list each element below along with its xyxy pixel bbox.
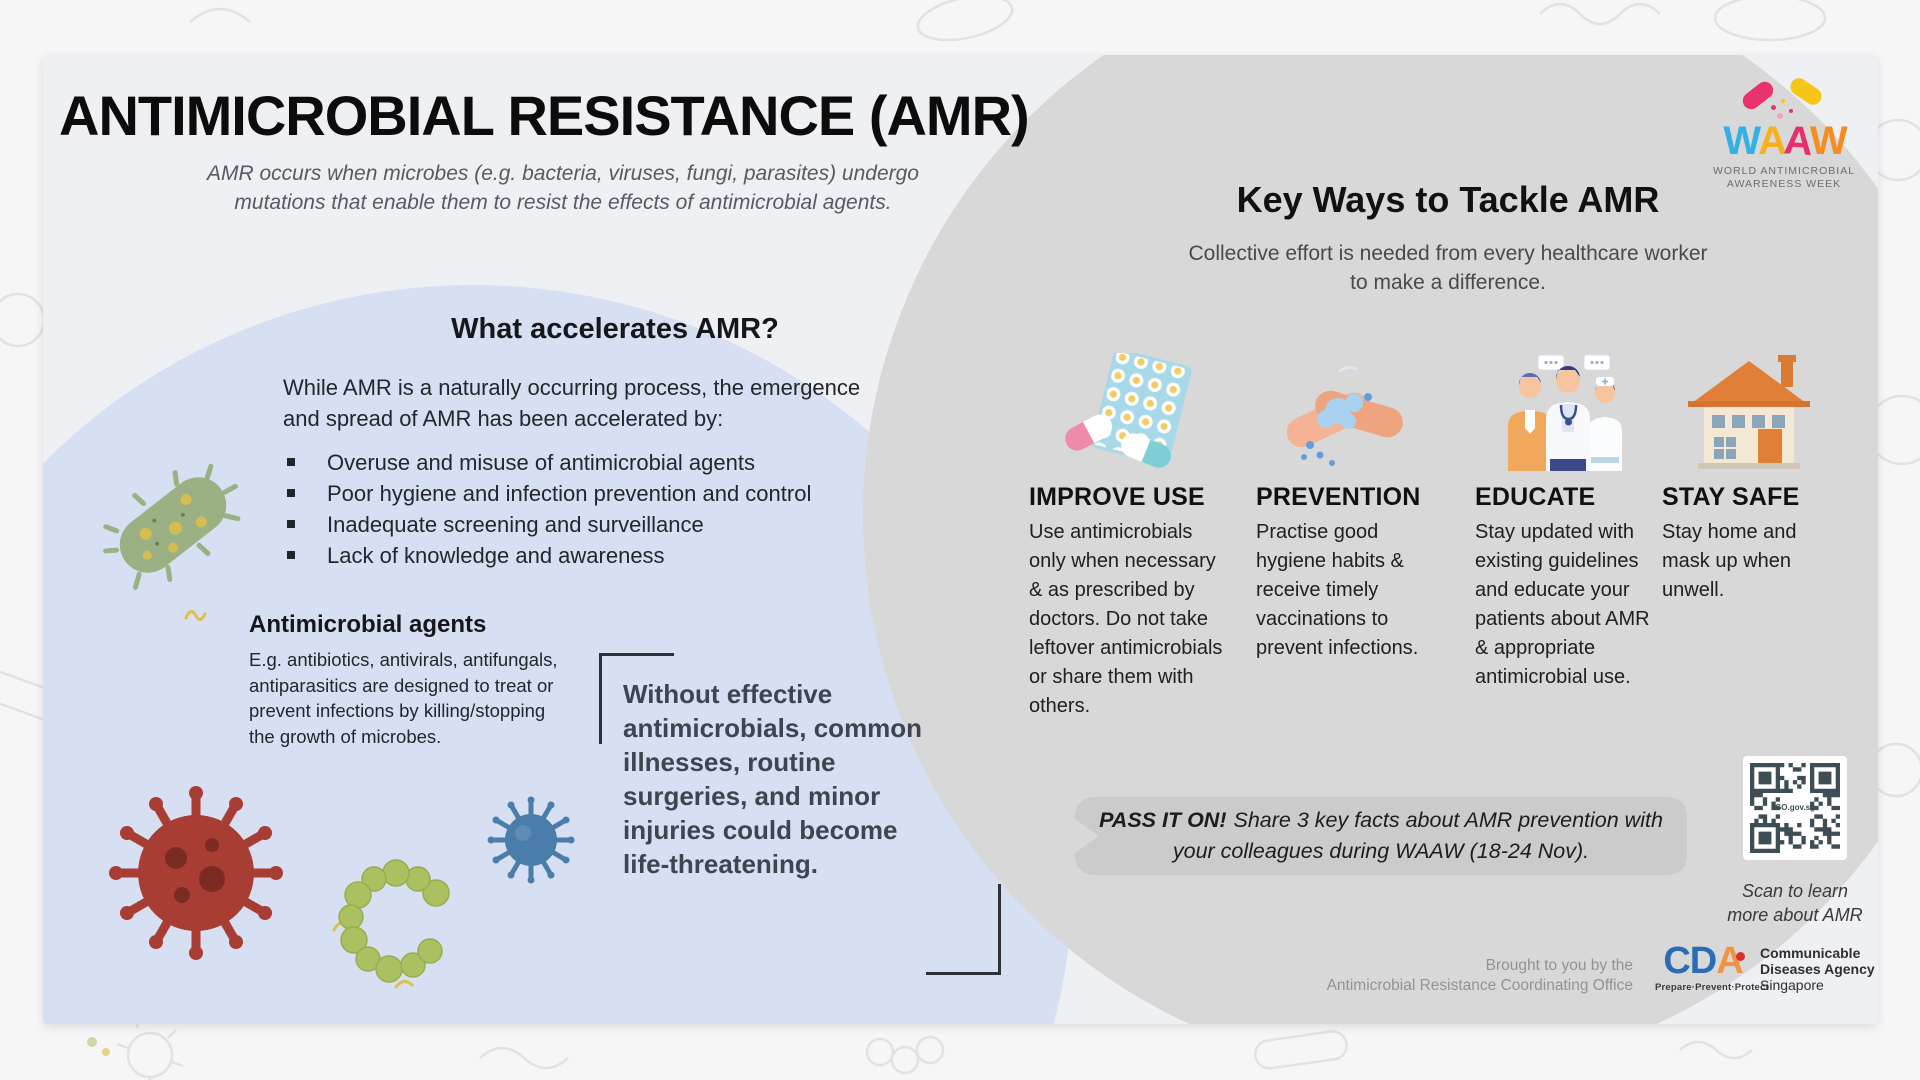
yellow-squiggle-illustration [184, 610, 207, 621]
column-improve-use: IMPROVE USE Use antimicrobials only when… [1029, 333, 1225, 721]
cda-logo-mark: CDA Prepare·Prevent·Protect [1655, 940, 1769, 993]
accelerates-heading: What accelerates AMR? [451, 313, 779, 345]
quote-text: Without effective antimicrobials, common… [623, 679, 923, 879]
red-virus-illustration [109, 786, 283, 960]
bullet-item: Overuse and misuse of antimicrobial agen… [285, 447, 811, 478]
agents-body: E.g. antibiotics, antivirals, antifungal… [249, 649, 558, 747]
column-body: Practise good hygiene habits & receive t… [1256, 521, 1419, 659]
waaw-wordmark: WORLD ANTIMICROBIAL AWARENESS WEEK [1712, 165, 1856, 190]
pills-icon [1029, 333, 1225, 473]
cda-logo: CDA Prepare·Prevent·Protect Communicable… [1655, 942, 1875, 993]
agents-heading: Antimicrobial agents [249, 611, 487, 638]
subtitle-line-2: mutations that enable them to resist the… [234, 191, 892, 214]
qr-caption: Scan to learn more about AMR [1727, 881, 1863, 925]
page-subtitle: AMR occurs when microbes (e.g. bacteria,… [63, 159, 1063, 217]
pass-it-on-lead: PASS IT ON! [1099, 808, 1227, 832]
column-stay-safe: STAY SAFE Stay home and mask up when unw… [1662, 333, 1836, 605]
qr-center-label: GO.gov.sg [1775, 803, 1815, 812]
bullet-item: Poor hygiene and infection prevention an… [285, 478, 811, 509]
pass-it-on-text: PASS IT ON!Share 3 key facts about AMR p… [1099, 805, 1664, 867]
column-title: IMPROVE USE [1029, 483, 1205, 511]
waaw-logo: WAAW WORLD ANTIMICROBIAL AWARENESS WEEK [1705, 71, 1863, 191]
green-bacterium-illustration [103, 463, 241, 590]
column-educate: EDUCATE Stay updated with existing guide… [1475, 333, 1659, 692]
column-title: PREVENTION [1256, 483, 1421, 511]
column-title: STAY SAFE [1662, 483, 1800, 511]
key-ways-heading: Key Ways to Tackle AMR [1236, 179, 1660, 220]
pass-it-on-rest: Share 3 key facts about AMR prevention w… [1172, 808, 1663, 863]
cda-tagline: Prepare·Prevent·Protect [1655, 982, 1769, 993]
bullet-item: Lack of knowledge and awareness [285, 540, 811, 571]
waaw-acronym: WAAW [1723, 118, 1847, 164]
column-prevention: PREVENTION Practise good hygiene habits … [1256, 333, 1434, 663]
cda-agency-name: Communicable Diseases Agency Singapore [1760, 945, 1875, 993]
subtitle-line-1: AMR occurs when microbes (e.g. bacteria,… [207, 162, 919, 185]
house-icon [1662, 333, 1836, 473]
footer-credit: Brought to you by the Antimicrobial Resi… [1326, 957, 1633, 994]
page-title: ANTIMICROBIAL RESISTANCE (AMR) [59, 84, 1030, 147]
quote-bracket-top-left [599, 653, 674, 744]
column-body: Use antimicrobials only when necessary &… [1029, 521, 1223, 717]
pass-it-on-banner: PASS IT ON!Share 3 key facts about AMR p… [1075, 797, 1687, 875]
accelerates-bullet-list: Overuse and misuse of antimicrobial agen… [285, 447, 811, 571]
green-cocci-chain-illustration [332, 859, 450, 989]
qr-code: GO.gov.sg [1743, 756, 1847, 860]
infographic-card: ANTIMICROBIAL RESISTANCE (AMR) AMR occur… [43, 55, 1878, 1024]
healthcare-workers-icon [1475, 333, 1659, 473]
handwash-icon [1256, 333, 1434, 473]
key-ways-subheading: Collective effort is needed from every h… [1188, 242, 1708, 294]
bullet-item: Inadequate screening and surveillance [285, 509, 811, 540]
quote-bracket-bottom-right [926, 884, 1001, 975]
pill-icon [1705, 71, 1863, 123]
blue-virus-illustration [487, 796, 575, 884]
column-body: Stay updated with existing guidelines an… [1475, 521, 1650, 688]
column-title: EDUCATE [1475, 483, 1596, 511]
quote-block: Without effective antimicrobials, common… [599, 653, 1011, 975]
column-body: Stay home and mask up when unwell. [1662, 521, 1797, 601]
accelerates-intro: While AMR is a naturally occurring proce… [283, 375, 861, 431]
